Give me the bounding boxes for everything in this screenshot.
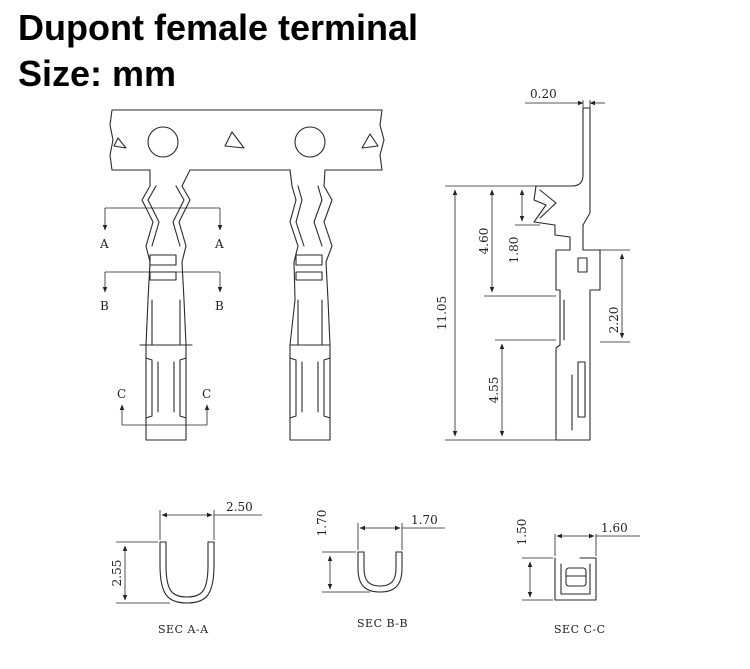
section-b-label: SEC B-B <box>357 617 408 630</box>
side-view: 0.20 11.05 4.60 1.80 2.20 4.55 <box>435 87 630 441</box>
diagram-title: Dupont female terminal <box>18 7 419 48</box>
section-c-width: 1.60 <box>601 521 628 535</box>
pilot-hole <box>294 126 326 158</box>
carrier-strip <box>109 109 385 171</box>
section-marker-b: B <box>100 299 109 313</box>
dim-spring-length: 1.80 <box>507 237 521 264</box>
section-lines <box>102 207 223 426</box>
dim-mid-length: 2.20 <box>607 307 621 334</box>
section-c-label: SEC C-C <box>554 623 606 636</box>
section-a-width: 2.50 <box>226 500 253 514</box>
section-b-width: 1.70 <box>411 513 438 527</box>
section-a-height: 2.55 <box>110 560 124 587</box>
dim-total-length: 11.05 <box>435 296 449 330</box>
section-b-height: 1.70 <box>315 510 329 537</box>
terminal-left <box>139 169 193 441</box>
section-a-label: SEC A-A <box>158 623 209 636</box>
section-marker-c: C <box>202 387 211 401</box>
front-view: A A B B C C <box>99 109 385 441</box>
section-marker-b: B <box>215 299 224 313</box>
terminal-right <box>289 169 333 441</box>
section-c-height: 1.50 <box>515 519 529 546</box>
dim-thickness: 0.20 <box>530 87 557 101</box>
dim-upper-length: 4.60 <box>477 228 491 255</box>
section-a-a: 2.50 2.55 SEC A-A <box>110 500 262 636</box>
units-note: Size: mm <box>18 53 177 94</box>
section-marker-a: A <box>99 237 109 251</box>
index-notch <box>224 131 245 149</box>
pilot-hole <box>147 126 179 158</box>
section-marker-c: C <box>117 387 126 401</box>
dim-lower-length: 4.55 <box>487 377 501 404</box>
section-c-c: 1.60 1.50 SEC C-C <box>515 519 640 636</box>
section-b-b: 1.70 1.70 SEC B-B <box>315 510 445 630</box>
section-marker-a: A <box>214 237 224 251</box>
